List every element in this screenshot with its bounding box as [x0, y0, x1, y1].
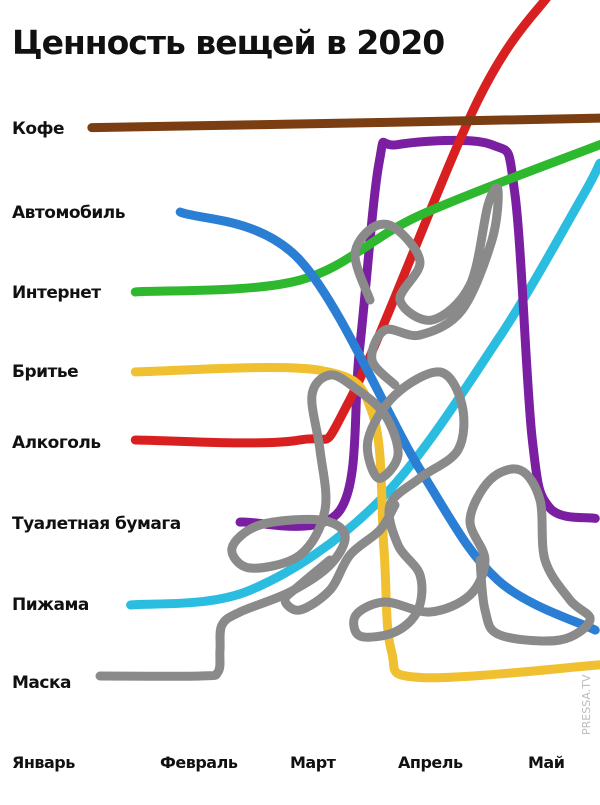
x-tick-label: Май: [528, 753, 564, 772]
series-line-2: [130, 140, 600, 297]
series-label-7: Маска: [12, 673, 71, 693]
x-tick-label: Январь: [12, 753, 75, 772]
series-label-3: Бритье: [12, 362, 78, 382]
chart-title: Ценность вещей в 2020: [12, 23, 444, 62]
x-tick-label: Март: [290, 753, 337, 772]
series-lines: [87, 0, 600, 683]
series-line-0: [87, 113, 600, 133]
series-line-7: [95, 183, 595, 681]
series-line-5: [235, 135, 600, 531]
series-line-3: [130, 363, 600, 683]
series-label-2: Интернет: [12, 283, 101, 303]
series-label-0: Кофе: [12, 119, 64, 139]
series-line-1: [175, 207, 600, 635]
series-line-6: [126, 158, 600, 610]
watermark: PRESSA.TV: [580, 674, 593, 735]
x-axis-ticks: Январь Февраль Март Апрель Май: [12, 753, 565, 772]
series-label-4: Алкоголь: [12, 433, 101, 453]
x-tick-label: Февраль: [160, 753, 238, 772]
series-label-5: Туалетная бумага: [12, 514, 181, 534]
series-labels: КофеАвтомобильИнтернетБритьеАлкогольТуал…: [12, 119, 181, 693]
series-label-6: Пижама: [12, 595, 89, 615]
series-line-4: [130, 0, 551, 448]
x-tick-label: Апрель: [398, 753, 463, 772]
series-label-1: Автомобиль: [12, 203, 125, 223]
